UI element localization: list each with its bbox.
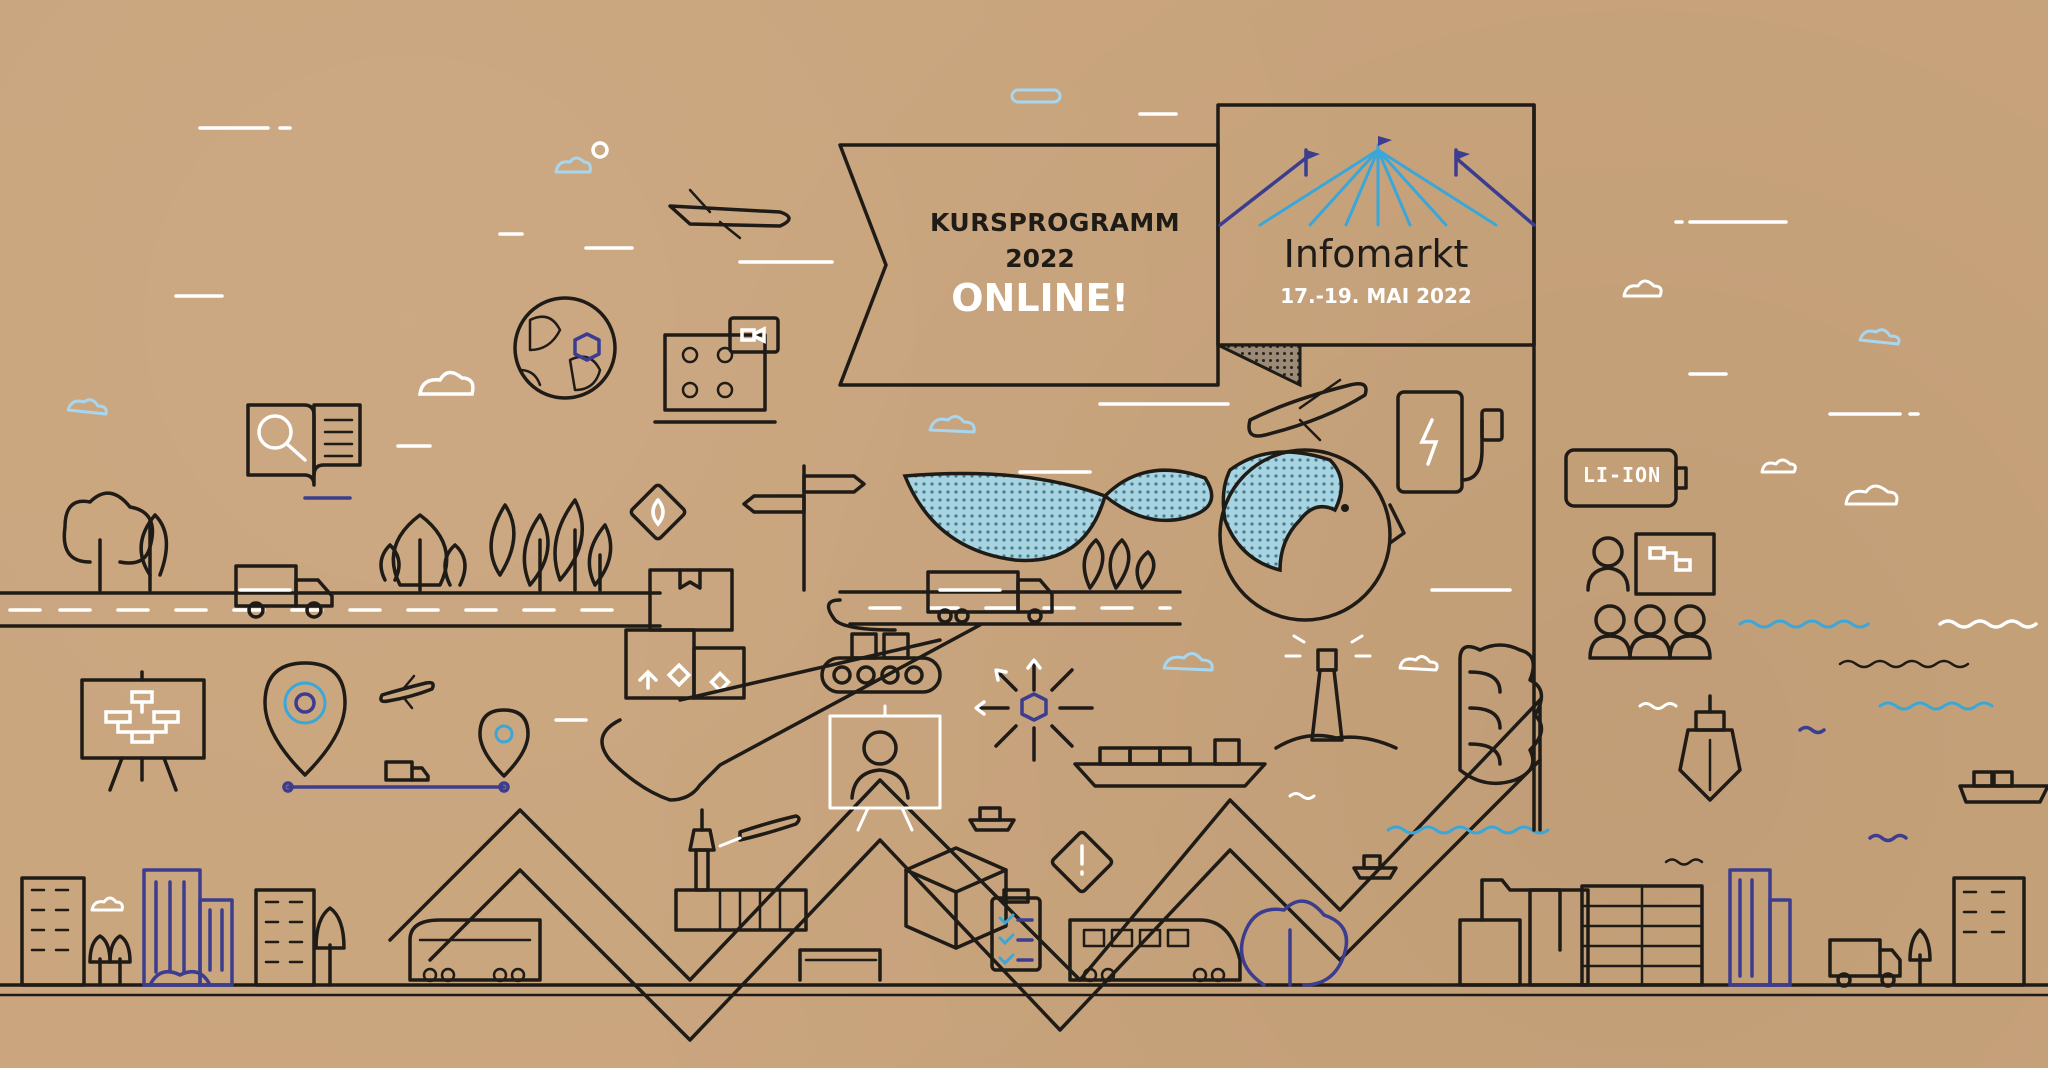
warning-icon — [1050, 830, 1114, 894]
parcel-box-icon — [904, 846, 1008, 950]
airplane-icon — [668, 188, 791, 240]
trees-left — [62, 491, 613, 592]
online-trainer-icon — [828, 704, 942, 832]
location-pin-large-icon — [263, 661, 347, 777]
infomarkt-title: Infomarkt — [1283, 232, 1469, 276]
cargo-ship-small-icon — [968, 806, 1016, 832]
flowchart-easel-icon — [80, 670, 206, 792]
trees-center — [1082, 538, 1156, 590]
video-call-laptop-icon — [653, 316, 780, 424]
zigzag-arrow-path — [388, 698, 1542, 1042]
city-right — [1239, 868, 2026, 988]
train-middle-icon — [798, 948, 882, 982]
signpost-icon — [742, 464, 866, 592]
presentation-icon — [1586, 532, 1716, 660]
distribution-hub-icon — [974, 658, 1094, 762]
hand-left — [600, 623, 982, 802]
checklist-icon — [990, 888, 1042, 972]
cargo-ship-large-icon — [1073, 738, 1267, 788]
ground-line — [0, 983, 2048, 997]
road-left — [0, 591, 662, 628]
battery-icon — [1564, 448, 1688, 508]
location-pin-small-icon — [478, 708, 530, 778]
parcel-boxes-icon — [624, 568, 746, 700]
water-waves — [1288, 619, 2038, 866]
power-bank-icon — [1396, 390, 1504, 494]
infomarkt-tent-logo — [1218, 136, 1536, 227]
semi-truck-icon — [926, 570, 1054, 624]
lighthouse-icon — [1274, 634, 1398, 750]
course-program-online-label: ONLINE! — [951, 276, 1129, 320]
delivery-truck-icon — [234, 564, 334, 619]
airplane-right-icon — [1247, 378, 1368, 442]
course-program-year: 2022 — [1005, 244, 1075, 273]
train-right-icon — [1068, 918, 1242, 983]
small-plane-icon — [379, 674, 435, 710]
infomarkt-date: 17.-19. MAI 2022 — [1280, 284, 1472, 308]
cargo-ship-right-icon — [1958, 770, 2048, 804]
road-center — [838, 590, 1182, 626]
speech-shapes — [902, 448, 1406, 622]
train-left-icon — [408, 918, 542, 983]
book-search-icon — [246, 403, 362, 500]
ship-bow-icon — [1678, 694, 1742, 802]
small-boat-icon — [1352, 854, 1398, 880]
course-program-banner — [838, 143, 1220, 387]
battery-label: LI-ION — [1582, 463, 1662, 487]
course-program-title: KURSPROGRAMM — [930, 208, 1181, 237]
route-line — [282, 760, 510, 793]
fire-hazard-icon — [629, 483, 687, 541]
city-left — [20, 868, 346, 987]
globe-icon — [513, 296, 617, 400]
airport-tower-icon — [674, 808, 808, 932]
hand-right — [1458, 643, 1544, 786]
